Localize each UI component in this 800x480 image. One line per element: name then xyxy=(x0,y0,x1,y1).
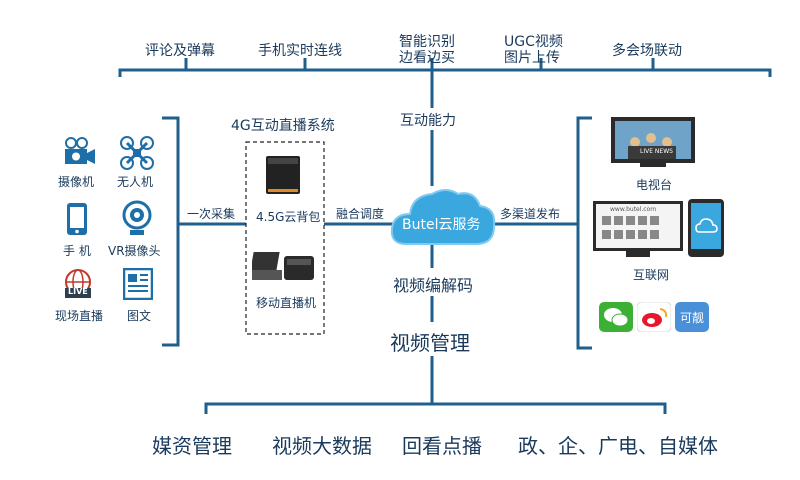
source-drone: 无人机 xyxy=(117,175,154,189)
fusion-dispatch: 融合调度 xyxy=(336,207,385,221)
bottom-vod: 回看点播 xyxy=(402,434,482,458)
feature-comments: 评论及弹幕 xyxy=(145,43,215,59)
feature-ugc-video: UGC视频 xyxy=(504,34,563,50)
feature-multi-venue: 多会场联动 xyxy=(612,43,682,59)
channel-internet: 互联网 xyxy=(633,268,670,282)
feature-image-upload: 图片上传 xyxy=(504,50,560,66)
mobile-broadcast-icon xyxy=(250,250,316,290)
bottom-customers: 政、企、广电、自媒体 xyxy=(518,434,718,458)
source-vr-camera: VR摄像头 xyxy=(108,244,161,258)
tv-icon: LIVE NEWS xyxy=(610,116,696,174)
source-phone: 手 机 xyxy=(63,244,91,258)
monitor-icon: www.butel.com xyxy=(592,200,684,262)
device-mobile-label: 移动直播机 xyxy=(256,296,317,310)
site-url: www.butel.com xyxy=(610,206,657,213)
video-codec: 视频编解码 xyxy=(393,276,474,295)
bottom-media-assets: 媒资管理 xyxy=(152,434,232,458)
channel-tv: 电视台 xyxy=(636,178,673,192)
feature-phone-connect: 手机实时连线 xyxy=(258,43,342,59)
system-title: 4G互动直播系统 xyxy=(231,118,335,134)
multichannel-publish: 多渠道发布 xyxy=(500,207,561,221)
source-live: 现场直播 xyxy=(55,309,104,323)
source-camera: 摄像机 xyxy=(58,175,95,189)
phone-icon xyxy=(66,202,88,240)
feature-watch-buy: 边看边买 xyxy=(399,50,455,66)
cloud-icon xyxy=(390,189,496,245)
live-badge-text: LIVE xyxy=(68,287,88,296)
drone-icon xyxy=(120,136,154,174)
feature-smart-recognition: 智能识别 xyxy=(399,34,455,50)
device-backpack-label: 4.5G云背包 xyxy=(256,210,321,224)
cloud-service-label: Butel云服务 xyxy=(402,217,481,233)
wechat-icon xyxy=(599,302,633,336)
source-article: 图文 xyxy=(127,309,152,323)
tv-news-text: LIVE NEWS xyxy=(640,148,673,155)
bottom-video-bigdata: 视频大数据 xyxy=(272,434,372,458)
weibo-icon xyxy=(636,301,672,336)
live-broadcast-icon: LIVE xyxy=(62,268,94,304)
third-app-icon: 可靓 xyxy=(675,302,709,336)
camera-icon xyxy=(62,137,96,171)
article-icon xyxy=(122,267,154,304)
cloud-backpack-icon xyxy=(265,155,301,199)
interactive-capability: 互动能力 xyxy=(400,113,456,129)
collect-label: 一次采集 xyxy=(187,207,236,221)
tablet-icon xyxy=(687,198,725,262)
vr-camera-icon xyxy=(121,200,153,242)
third-app-label: 可靓 xyxy=(680,311,705,325)
video-management: 视频管理 xyxy=(390,331,470,355)
